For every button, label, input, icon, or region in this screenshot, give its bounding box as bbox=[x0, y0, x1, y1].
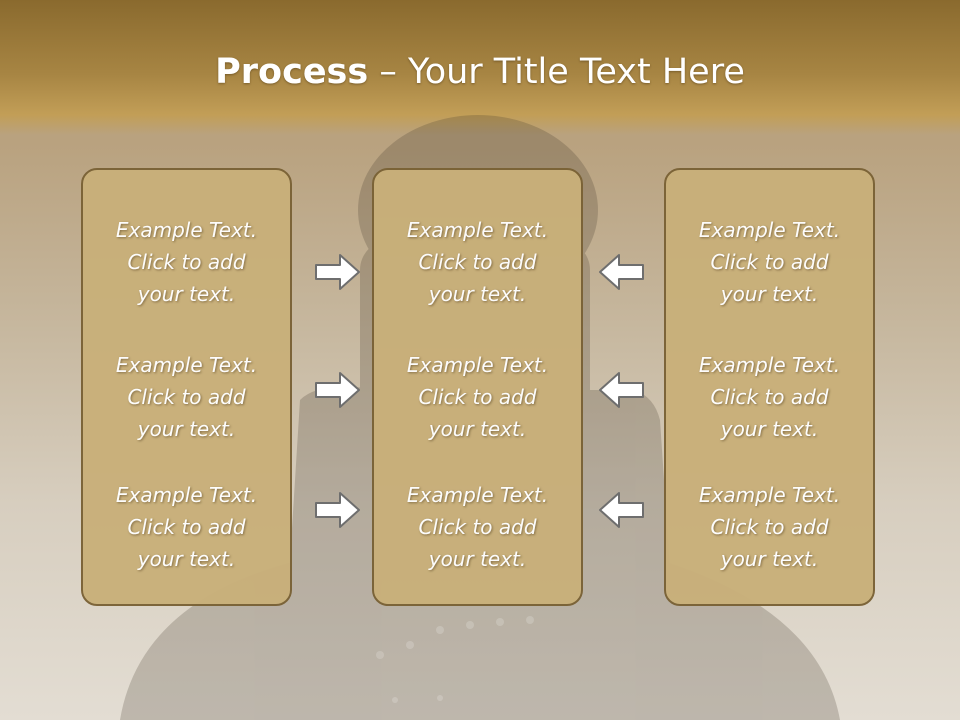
text-line: your text. bbox=[137, 282, 236, 306]
slide-title[interactable]: Process – Your Title Text Here bbox=[0, 52, 960, 92]
text-line: Example Text. bbox=[406, 483, 549, 507]
arrow-right-icon bbox=[315, 372, 360, 408]
text-line: Example Text. bbox=[698, 353, 841, 377]
text-box-left[interactable]: Example Text. Click to add your text. Ex… bbox=[81, 168, 292, 606]
title-rest: – Your Title Text Here bbox=[368, 52, 745, 92]
text-line: Click to add bbox=[418, 515, 537, 539]
header-band bbox=[0, 0, 960, 135]
text-line: your text. bbox=[720, 417, 819, 441]
text-item[interactable]: Example Text. Click to add your text. bbox=[83, 214, 290, 310]
text-line: Click to add bbox=[710, 385, 829, 409]
text-line: Example Text. bbox=[698, 483, 841, 507]
arrow-right-icon bbox=[315, 492, 360, 528]
text-item[interactable]: Example Text. Click to add your text. bbox=[666, 479, 873, 575]
text-box-center[interactable]: Example Text. Click to add your text. Ex… bbox=[372, 168, 583, 606]
text-item[interactable]: Example Text. Click to add your text. bbox=[83, 349, 290, 445]
arrow-left-icon bbox=[599, 492, 644, 528]
text-item[interactable]: Example Text. Click to add your text. bbox=[666, 214, 873, 310]
text-box-right[interactable]: Example Text. Click to add your text. Ex… bbox=[664, 168, 875, 606]
text-line: Click to add bbox=[127, 250, 246, 274]
text-line: Example Text. bbox=[115, 353, 258, 377]
text-line: your text. bbox=[720, 547, 819, 571]
text-line: Click to add bbox=[710, 515, 829, 539]
text-item[interactable]: Example Text. Click to add your text. bbox=[374, 349, 581, 445]
text-line: Click to add bbox=[418, 385, 537, 409]
arrow-left-icon bbox=[599, 254, 644, 290]
text-line: Example Text. bbox=[698, 218, 841, 242]
title-bold: Process bbox=[215, 52, 369, 92]
text-item[interactable]: Example Text. Click to add your text. bbox=[374, 214, 581, 310]
text-item[interactable]: Example Text. Click to add your text. bbox=[83, 479, 290, 575]
text-item[interactable]: Example Text. Click to add your text. bbox=[666, 349, 873, 445]
text-item[interactable]: Example Text. Click to add your text. bbox=[374, 479, 581, 575]
arrow-right-icon bbox=[315, 254, 360, 290]
text-line: your text. bbox=[137, 547, 236, 571]
text-line: Click to add bbox=[127, 385, 246, 409]
text-line: Click to add bbox=[127, 515, 246, 539]
text-line: your text. bbox=[428, 417, 527, 441]
text-line: your text. bbox=[720, 282, 819, 306]
text-line: Click to add bbox=[710, 250, 829, 274]
text-line: Example Text. bbox=[115, 218, 258, 242]
arrow-left-icon bbox=[599, 372, 644, 408]
text-line: Click to add bbox=[418, 250, 537, 274]
text-line: Example Text. bbox=[406, 353, 549, 377]
text-line: your text. bbox=[137, 417, 236, 441]
text-line: Example Text. bbox=[115, 483, 258, 507]
text-line: Example Text. bbox=[406, 218, 549, 242]
text-line: your text. bbox=[428, 547, 527, 571]
text-line: your text. bbox=[428, 282, 527, 306]
